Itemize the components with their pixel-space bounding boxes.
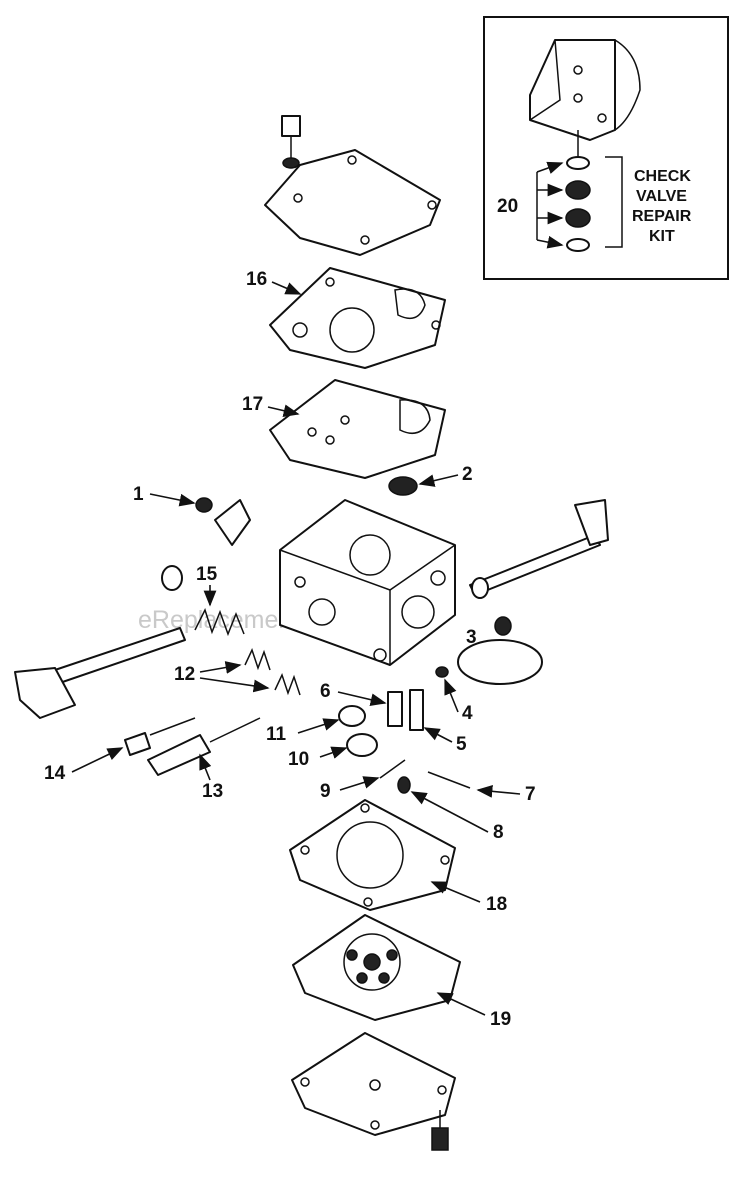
- label-14: 14: [44, 763, 66, 784]
- kit-line-4: KIT: [649, 228, 675, 245]
- diaphragm-19: [292, 914, 461, 1021]
- label-7: 7: [525, 784, 536, 805]
- label-8: 8: [493, 822, 504, 843]
- kit-line-1: CHECK: [634, 168, 691, 185]
- carburetor-body: [279, 499, 456, 666]
- part-1: [195, 497, 251, 546]
- label-1: 1: [133, 484, 144, 505]
- label-12: 12: [174, 664, 195, 685]
- part-4: [435, 666, 449, 678]
- gasket-16: [269, 267, 446, 369]
- label-19: 19: [490, 1009, 511, 1030]
- top-cover: [264, 115, 441, 256]
- label-11: 11: [266, 724, 287, 745]
- part-2: [388, 476, 418, 496]
- label-15: 15: [196, 564, 218, 585]
- kit-line-2: VALVE: [636, 188, 687, 205]
- part-5: [409, 689, 424, 731]
- diaphragm-17: [269, 379, 446, 479]
- check-valve-inset: 20 CHECK VALVE REPAIR KIT: [483, 16, 729, 280]
- part-15-spring: [194, 608, 245, 637]
- label-4: 4: [462, 703, 473, 724]
- label-3: 3: [466, 627, 477, 648]
- part-14-needle: [124, 717, 196, 756]
- gasket-18: [289, 799, 456, 911]
- label-18: 18: [486, 894, 507, 915]
- label-9: 9: [320, 781, 331, 802]
- part-6: [387, 691, 403, 727]
- label-20: 20: [497, 196, 518, 217]
- part-12-springs: [244, 647, 301, 696]
- kit-line-3: REPAIR: [632, 208, 692, 225]
- part-13-needle: [147, 717, 261, 776]
- throttle-plate: [457, 639, 543, 685]
- choke-shaft-left: [14, 565, 186, 719]
- label-5: 5: [456, 734, 467, 755]
- label-16: 16: [246, 269, 267, 290]
- throttle-shaft-right: [469, 499, 609, 599]
- part-3: [494, 616, 512, 636]
- label-17: 17: [242, 394, 263, 415]
- label-2: 2: [462, 464, 473, 485]
- part-9: [379, 759, 406, 779]
- part-11: [338, 705, 366, 727]
- bottom-cover: [291, 1032, 456, 1151]
- label-6: 6: [320, 681, 331, 702]
- part-8: [397, 776, 411, 794]
- label-13: 13: [202, 781, 223, 802]
- label-10: 10: [288, 749, 309, 770]
- part-7: [427, 771, 471, 789]
- part-10: [346, 733, 378, 757]
